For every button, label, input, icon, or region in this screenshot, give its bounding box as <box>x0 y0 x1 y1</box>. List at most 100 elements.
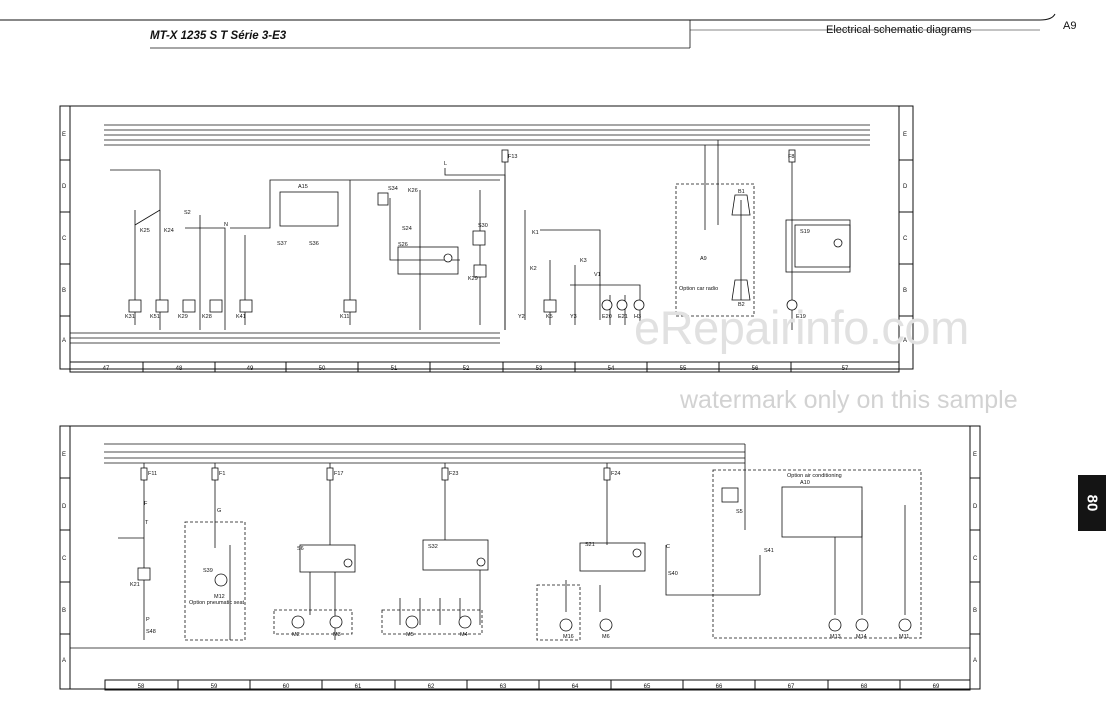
svg-text:Option air conditioning: Option air conditioning <box>787 473 842 479</box>
relay-k31-icon <box>128 299 142 313</box>
motor-m2-icon <box>291 615 305 629</box>
switch-s30-icon <box>472 230 486 246</box>
header-rules <box>0 13 1056 49</box>
svg-text:51: 51 <box>391 366 398 372</box>
svg-text:55: 55 <box>680 366 687 372</box>
svg-text:56: 56 <box>752 366 759 372</box>
svg-text:59: 59 <box>211 684 218 690</box>
bottom-fuses <box>137 467 739 581</box>
top-wiring <box>70 124 870 344</box>
switch-s5-icon <box>721 487 739 503</box>
svg-text:S32: S32 <box>428 544 438 550</box>
watermark-notice: watermark only on this sample <box>680 386 1018 414</box>
svg-text:S5: S5 <box>736 509 743 515</box>
svg-text:M13: M13 <box>830 634 841 640</box>
lamp-s32-icon <box>476 557 486 567</box>
svg-text:M5: M5 <box>406 632 414 638</box>
svg-text:A15: A15 <box>298 184 308 190</box>
svg-text:K31: K31 <box>125 314 135 320</box>
relay-k11-icon <box>343 299 357 313</box>
motor-m11-icon <box>898 618 912 632</box>
svg-text:A: A <box>973 658 977 664</box>
svg-text:53: 53 <box>536 366 543 372</box>
svg-text:50: 50 <box>319 366 326 372</box>
relay-k21-icon <box>137 567 151 581</box>
motor-m16-icon <box>559 618 573 632</box>
svg-text:S24: S24 <box>402 226 412 232</box>
relay-k51-icon <box>155 299 169 313</box>
svg-text:S36: S36 <box>309 241 319 247</box>
svg-text:K41: K41 <box>236 314 246 320</box>
motor-m6-icon <box>599 618 613 632</box>
svg-text:64: 64 <box>572 684 579 690</box>
svg-text:67: 67 <box>788 684 795 690</box>
svg-text:M4: M4 <box>460 632 468 638</box>
lamp-s26-icon <box>443 253 453 263</box>
bottom-column-labels: 58 59 60 61 62 63 64 65 66 67 68 69 <box>138 684 940 690</box>
svg-text:V1: V1 <box>594 272 601 278</box>
bottom-motors <box>214 548 912 632</box>
svg-text:58: 58 <box>138 684 145 690</box>
row-label-a-right: A <box>903 338 907 344</box>
svg-text:K26: K26 <box>408 188 418 194</box>
row-label-e: E <box>62 132 66 138</box>
svg-text:S40: S40 <box>668 571 678 577</box>
svg-text:L: L <box>444 161 447 167</box>
svg-text:54: 54 <box>608 366 615 372</box>
fuse-f23-icon <box>441 467 449 481</box>
row-label-c-right: C <box>903 236 908 242</box>
svg-text:S48: S48 <box>146 629 156 635</box>
svg-text:D: D <box>973 504 978 510</box>
svg-text:S2: S2 <box>184 210 191 216</box>
svg-text:62: 62 <box>428 684 435 690</box>
top-component-labels: F13 F8 A15 S34 K26 S30 K1 K2 K3 V1 S2 S3… <box>125 154 810 320</box>
motor-m13-icon <box>828 618 842 632</box>
top-column-labels: 47 48 49 50 51 52 53 54 55 56 57 <box>103 366 849 372</box>
svg-text:E: E <box>62 452 66 458</box>
svg-text:48: 48 <box>176 366 183 372</box>
svg-text:F8: F8 <box>788 154 794 160</box>
svg-text:K2: K2 <box>530 266 537 272</box>
bottom-diagram-frame <box>59 425 981 691</box>
section-tab: 80 <box>1078 475 1106 531</box>
svg-text:A9: A9 <box>700 256 707 262</box>
lamp-s19-icon <box>833 238 843 248</box>
bottom-component-labels: F11 F1 F17 F23 F24 K21 S48 S39 M12 S6 M2… <box>130 471 909 640</box>
svg-text:F1: F1 <box>219 471 225 477</box>
top-speakers <box>731 194 751 301</box>
fuse-f13-icon <box>501 149 509 163</box>
row-label-d: D <box>62 184 67 190</box>
svg-text:K24: K24 <box>164 228 174 234</box>
svg-text:49: 49 <box>247 366 254 372</box>
svg-text:N: N <box>224 222 228 228</box>
svg-text:F13: F13 <box>508 154 517 160</box>
svg-text:S21: S21 <box>585 542 595 548</box>
lamp-e19-icon <box>786 299 798 311</box>
motor-m4-icon <box>458 615 472 629</box>
svg-text:S30: S30 <box>478 223 488 229</box>
svg-text:F17: F17 <box>334 471 343 477</box>
svg-text:B: B <box>62 608 66 614</box>
bottom-dashed-boxes <box>184 469 922 641</box>
svg-text:K3: K3 <box>580 258 587 264</box>
row-label-a: A <box>62 338 66 344</box>
top-row-labels: E D C B A E D C B A <box>62 132 908 344</box>
svg-text:M2: M2 <box>292 632 300 638</box>
svg-text:S41: S41 <box>764 548 774 554</box>
svg-text:M3: M3 <box>333 632 341 638</box>
model-title: MT-X 1235 S T Série 3-E3 <box>150 30 287 42</box>
svg-text:S19: S19 <box>800 229 810 235</box>
svg-text:68: 68 <box>861 684 868 690</box>
svg-text:Y3: Y3 <box>570 314 577 320</box>
svg-text:M14: M14 <box>856 634 867 640</box>
svg-text:K28: K28 <box>202 314 212 320</box>
svg-text:60: 60 <box>283 684 290 690</box>
svg-text:C: C <box>666 544 670 550</box>
speaker-b2-icon <box>731 279 751 301</box>
svg-text:D: D <box>62 504 67 510</box>
svg-text:F11: F11 <box>148 471 157 477</box>
svg-text:S39: S39 <box>203 568 213 574</box>
top-lamps <box>443 238 843 311</box>
svg-text:E21: E21 <box>618 314 628 320</box>
svg-text:Option car radio: Option car radio <box>679 286 718 292</box>
